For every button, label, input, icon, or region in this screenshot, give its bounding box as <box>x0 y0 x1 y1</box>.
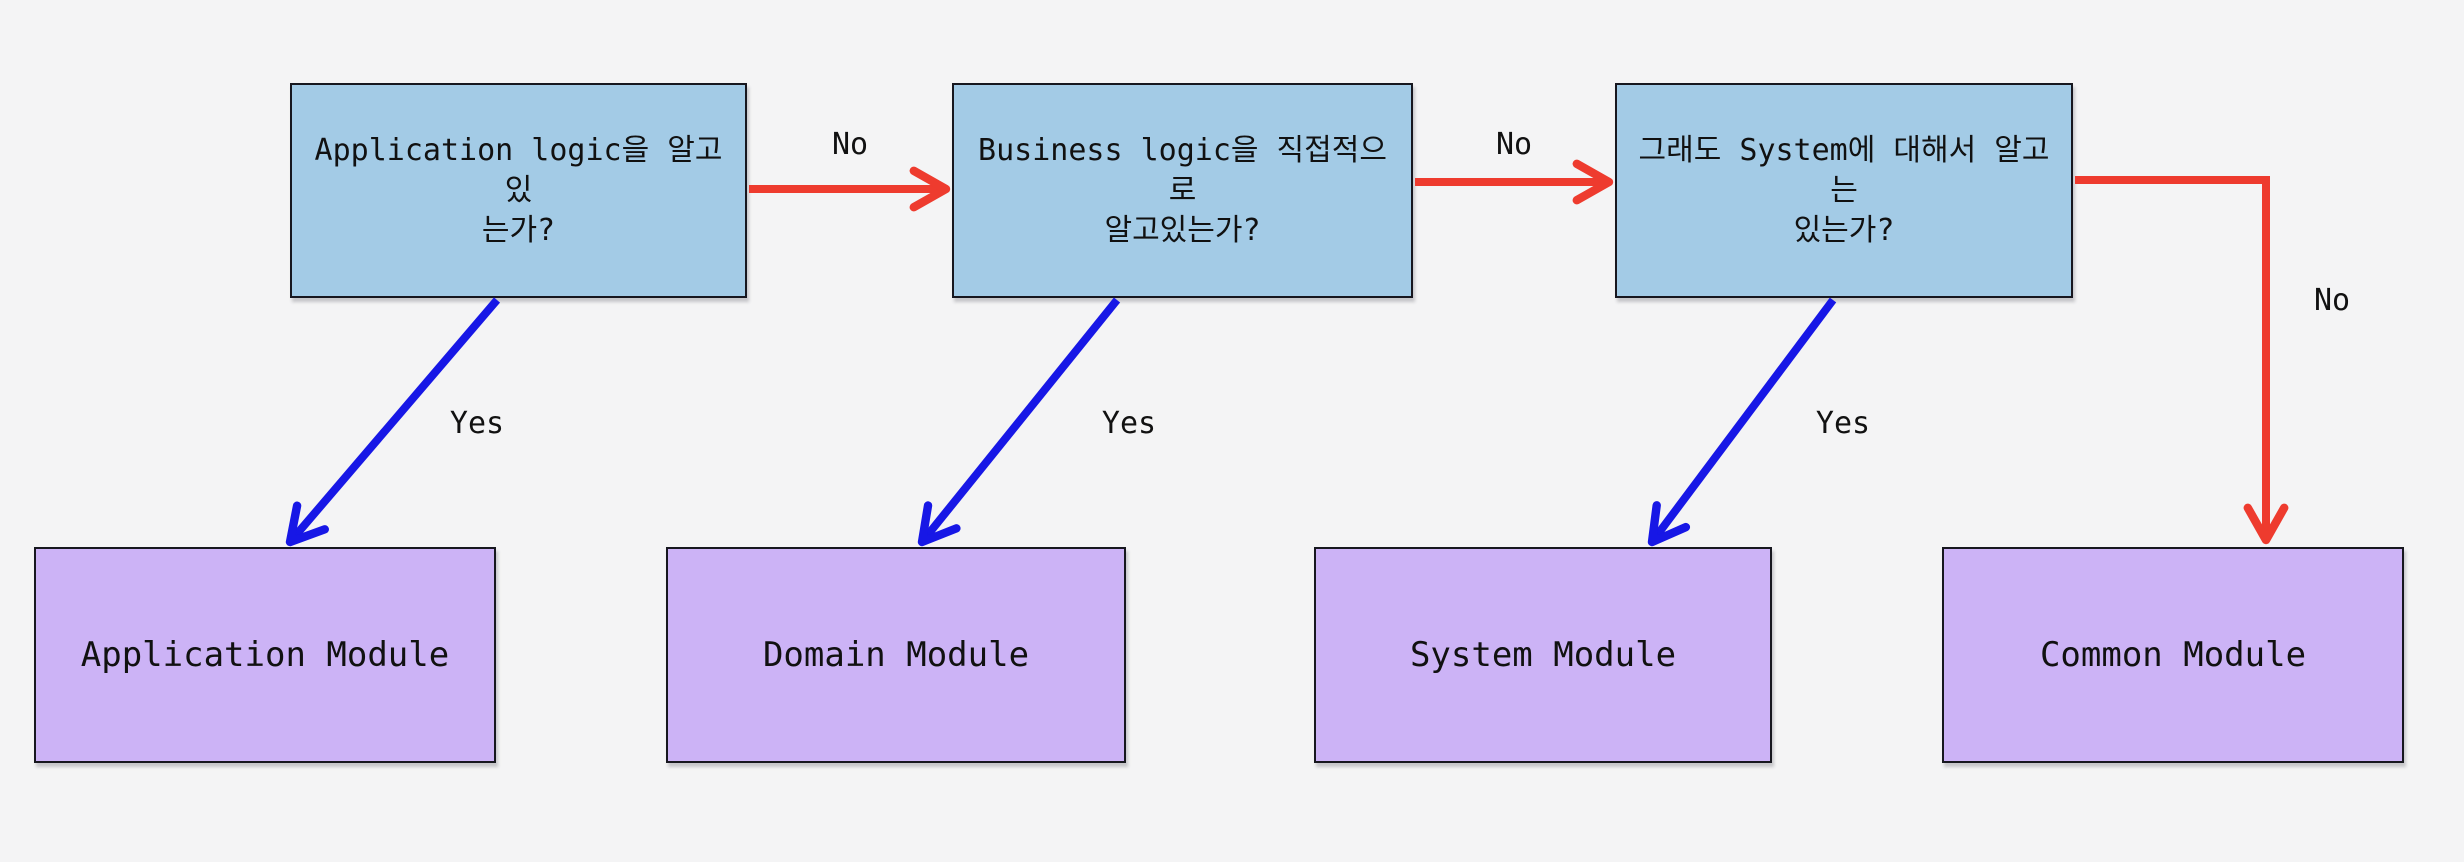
decision-node-system-knowledge: 그래도 System에 대해서 알고는 있는가? <box>1615 83 2073 298</box>
yes-arrow-q3-to-system-module <box>1647 297 1837 547</box>
module-node-application: Application Module <box>34 547 496 763</box>
module-node-domain: Domain Module <box>666 547 1126 763</box>
edge-label-yes-1: Yes <box>449 406 505 441</box>
module-node-system: System Module <box>1314 547 1772 763</box>
edge-label-yes-3: Yes <box>1815 406 1871 441</box>
edge-label-no-1: No <box>831 127 869 162</box>
edge-label-no-3: No <box>2313 283 2351 318</box>
module-node-common: Common Module <box>1942 547 2404 763</box>
no-arrow-q3-to-common-module <box>2075 176 2289 545</box>
decision-node-application-logic: Application logic을 알고있 는가? <box>290 83 747 298</box>
edge-label-yes-2: Yes <box>1101 406 1157 441</box>
edge-label-no-2: No <box>1495 127 1533 162</box>
decision-node-business-logic: Business logic을 직접적으로 알고있는가? <box>952 83 1413 298</box>
yes-arrow-q2-to-domain-module <box>917 297 1121 547</box>
